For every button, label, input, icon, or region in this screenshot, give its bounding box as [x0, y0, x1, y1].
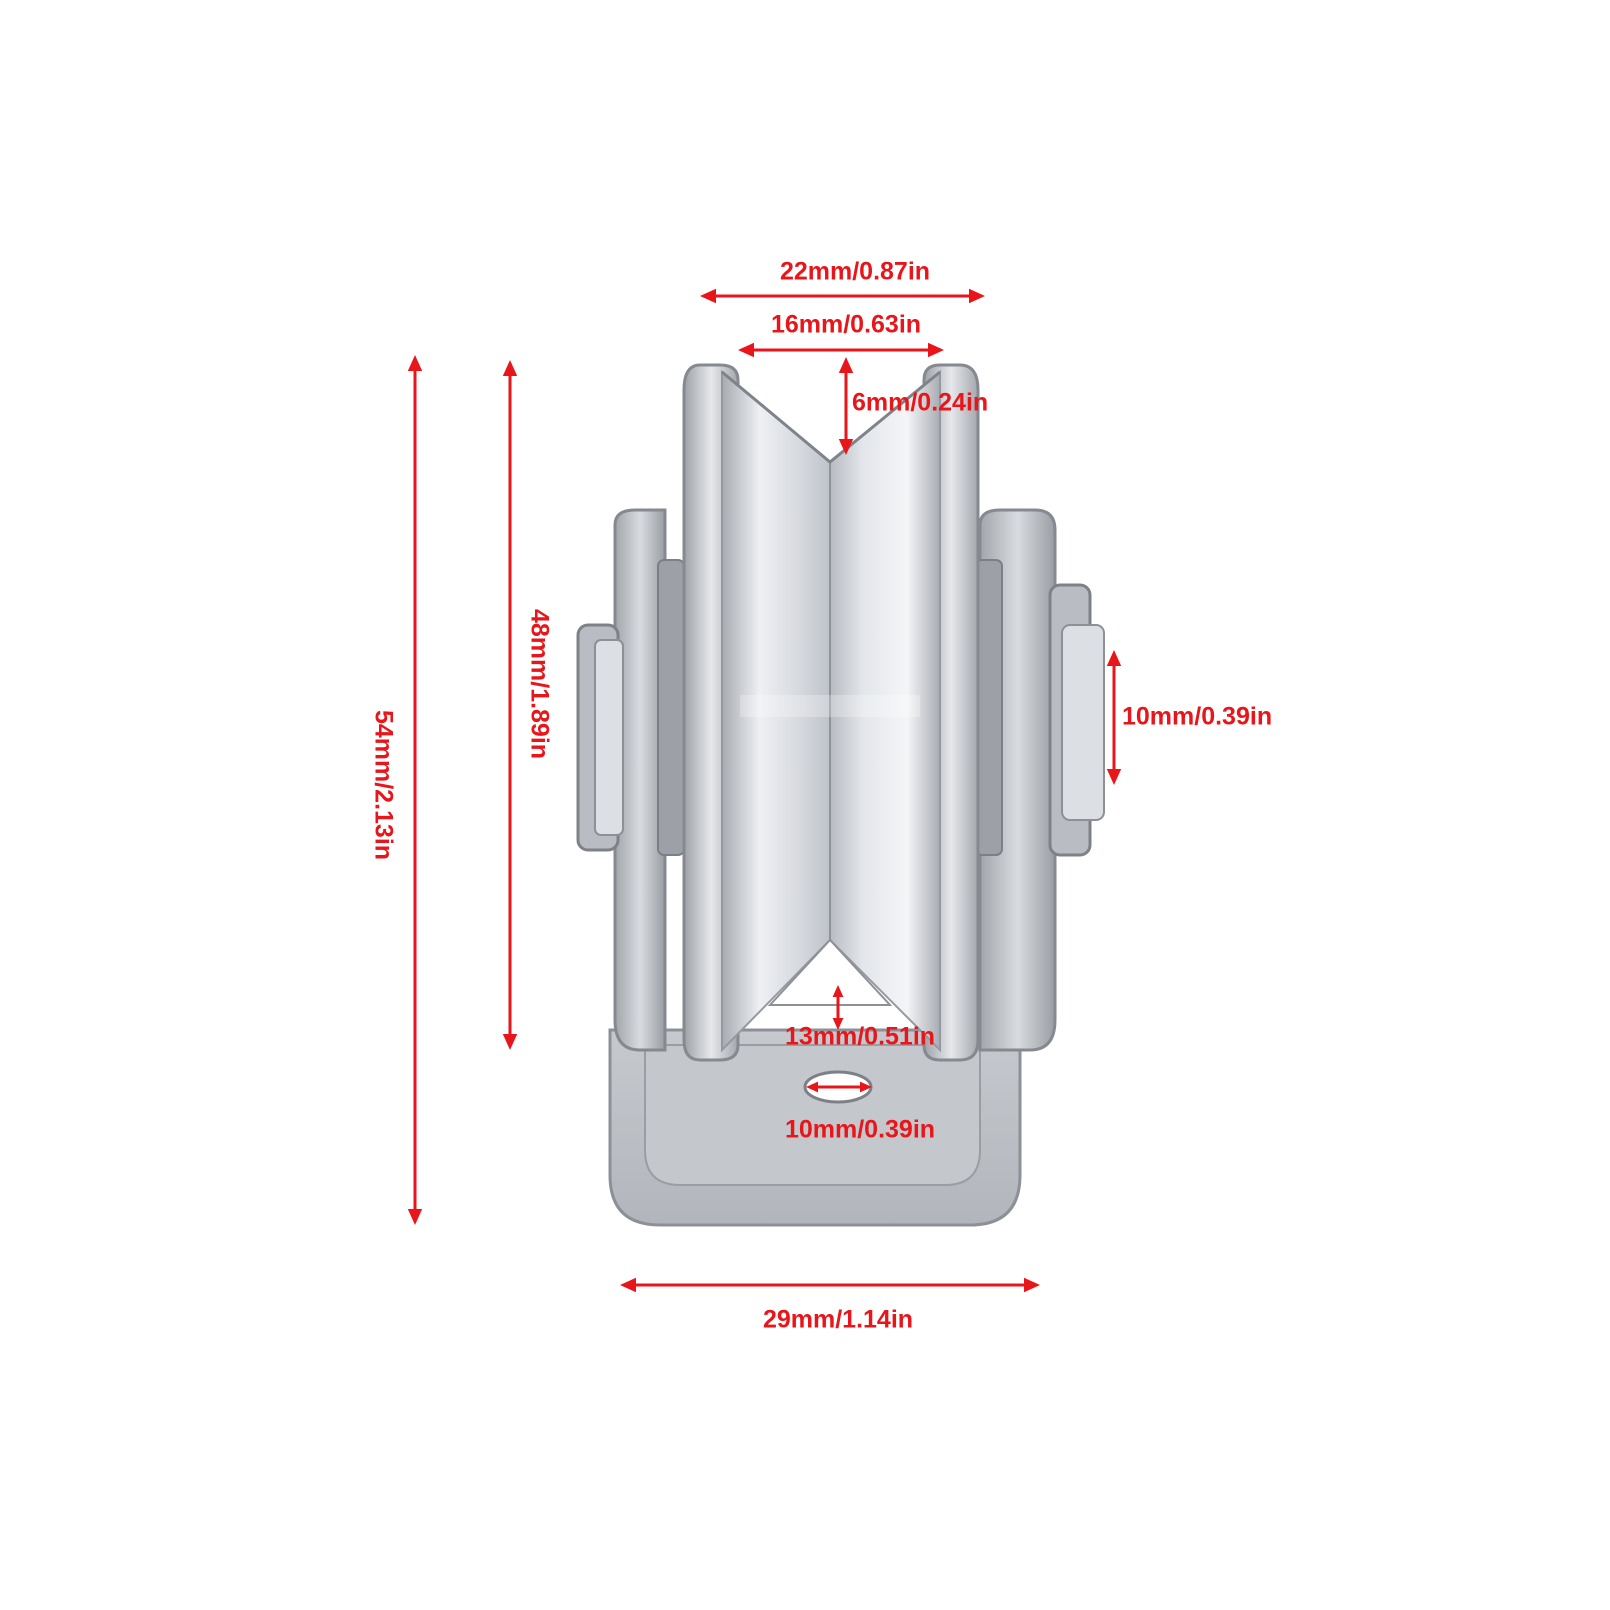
groove-width-arrow [738, 342, 944, 358]
axle-diameter-label: 10mm/0.39in [1122, 702, 1273, 731]
wheel-diameter-label: 48mm/1.89in [525, 608, 554, 760]
bracket-clearance-arrow [832, 985, 844, 1030]
bracket-width-label: 29mm/1.14in [762, 1305, 914, 1334]
mount-hole-label: 10mm/0.39in [784, 1115, 936, 1144]
outer-width-label: 22mm/0.87in [779, 257, 931, 286]
mount-hole-arrow [806, 1081, 872, 1093]
axle-diameter-arrow [1106, 650, 1122, 785]
total-height-arrow [407, 355, 423, 1225]
groove-width-label: 16mm/0.63in [770, 310, 922, 339]
wheel-diameter-arrow [502, 360, 518, 1050]
bracket-width-arrow [620, 1277, 1040, 1293]
outer-width-arrow [700, 288, 985, 304]
groove-depth-label: 6mm/0.24in [852, 388, 989, 417]
bracket-clearance-label: 13mm/0.51in [784, 1022, 936, 1051]
groove-depth-arrow [838, 357, 854, 455]
total-height-label: 54mm/2.13in [369, 709, 398, 861]
